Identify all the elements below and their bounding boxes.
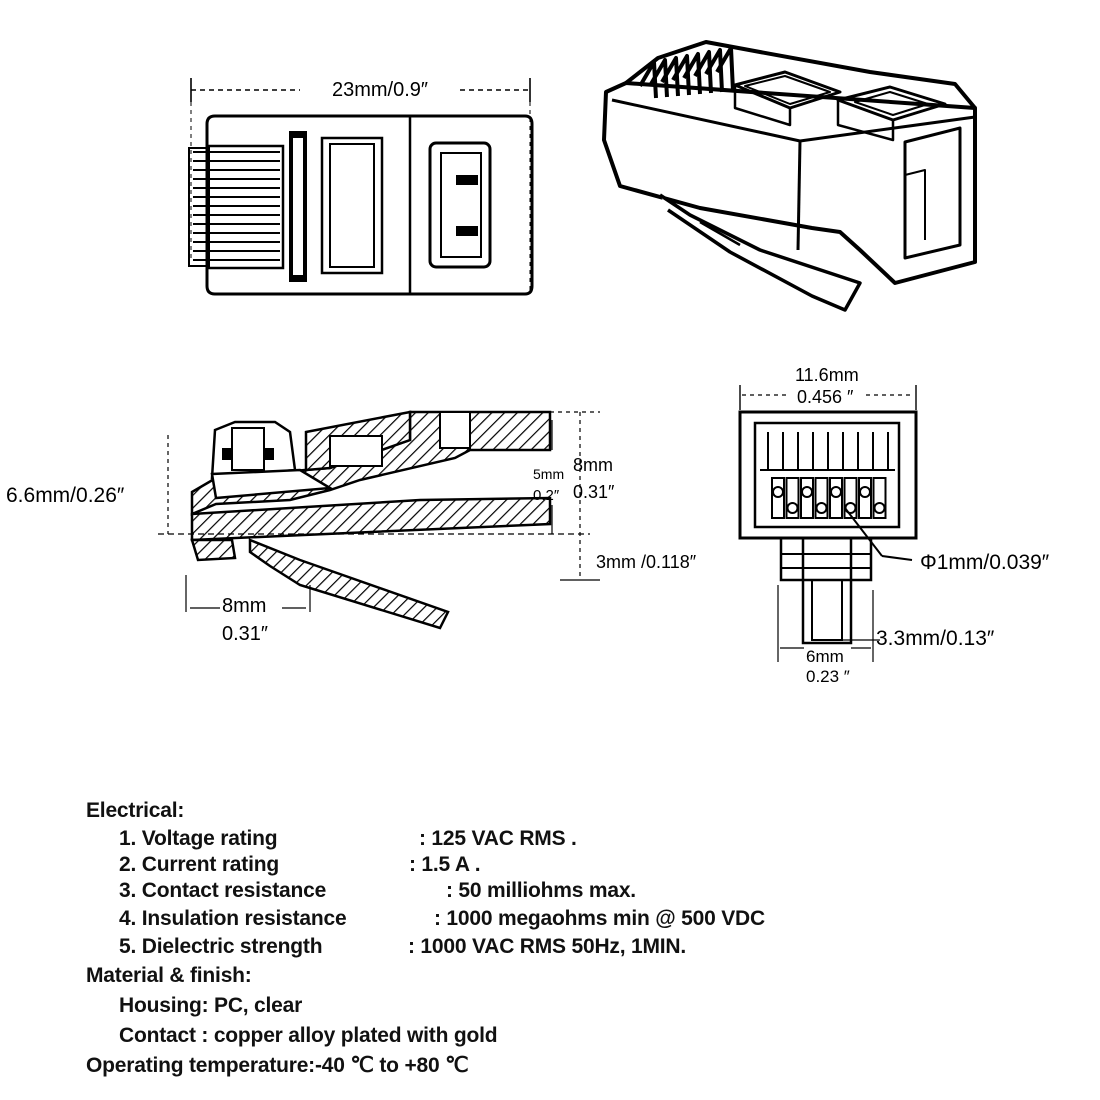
- side-latch-len-in: 0.31″: [222, 623, 268, 645]
- pin-hole: [786, 502, 799, 514]
- spec-label: 3. Contact resistance: [119, 879, 327, 902]
- specifications: Electrical: 1. Voltage rating : 125 VAC …: [86, 797, 1066, 1081]
- latch-width-mm: 6mm: [806, 647, 844, 666]
- front-width-in: 0.456 ″: [797, 387, 854, 407]
- contact-fin: [715, 46, 735, 92]
- side-inner-in: 0.2″: [533, 487, 560, 504]
- top-view: 23mm/0.9″: [188, 78, 534, 296]
- side-latch-label: 3mm /0.118″: [596, 552, 697, 572]
- side-total-mm: 8mm: [573, 455, 613, 475]
- spec-value: : 125 VAC RMS .: [419, 827, 577, 850]
- spec-value: : 50 milliohms max.: [446, 879, 636, 902]
- side-height-label: 6.6mm/0.26″: [6, 484, 125, 507]
- spec-label: 1. Voltage rating: [119, 827, 278, 850]
- pin-hole: [772, 486, 784, 498]
- contact-fin: [693, 50, 713, 94]
- pin-diameter-label: Φ1mm/0.039″: [920, 551, 1050, 574]
- pin-hole: [859, 486, 871, 498]
- pin-hole: [815, 502, 828, 514]
- side-view: 6.6mm/0.26″ 5mm 0.2″ 8mm 0.31″ 3mm /0.11…: [6, 410, 697, 645]
- spec-current: 2. Current rating : 1.5 A .: [86, 853, 1066, 877]
- contact-fin: [649, 58, 669, 98]
- spec-dielectric: 5. Dielectric strength : 1000 VAC RMS 50…: [86, 933, 1066, 961]
- spec-value: : 1000 megaohms min @ 500 VDC: [434, 907, 765, 930]
- top-width-label: 23mm/0.9″: [332, 79, 428, 101]
- side-inner-mm: 5mm: [533, 466, 564, 482]
- spec-temperature: Operating temperature:-40 ℃ to +80 ℃: [86, 1054, 469, 1077]
- contact-fin: [704, 48, 724, 93]
- side-total-in: 0.31″: [573, 482, 615, 502]
- spec-label: 4. Insulation resistance: [119, 907, 347, 930]
- side-latch-len-mm: 8mm: [222, 595, 266, 617]
- pin-hole: [873, 502, 886, 514]
- spec-voltage: 1. Voltage rating : 125 VAC RMS .: [86, 825, 1066, 853]
- technical-drawing: 23mm/0.9″: [6, 40, 1050, 686]
- spec-housing: Housing: PC, clear: [119, 994, 303, 1017]
- contact-fin: [638, 60, 658, 99]
- latch-depth-label: 3.3mm/0.13″: [876, 627, 995, 650]
- pin-hole: [830, 486, 842, 498]
- contact-fin: [660, 56, 680, 97]
- spec-contact: Contact : copper alloy plated with gold: [119, 1024, 498, 1047]
- pin-hole: [801, 486, 813, 498]
- electrical-heading: Electrical:: [86, 799, 185, 822]
- contact-fin: [671, 54, 691, 96]
- spec-insulation: 4. Insulation resistance : 1000 megaohms…: [86, 905, 1066, 933]
- spec-value: : 1000 VAC RMS 50Hz, 1MIN.: [408, 935, 686, 958]
- spec-contact-resistance: 3. Contact resistance : 50 milliohms max…: [86, 877, 1066, 905]
- front-width-mm: 11.6mm: [795, 365, 859, 385]
- contact-fin: [682, 52, 702, 95]
- spec-label: 5. Dielectric strength: [119, 935, 323, 958]
- spec-label: 2. Current rating: [119, 853, 279, 876]
- front-view: 11.6mm 0.456 ″ Φ1mm/0.039″ 3.3mm/0.13″ 6…: [738, 365, 1050, 686]
- spec-value: : 1.5 A .: [409, 853, 481, 876]
- latch-width-in: 0.23 ″: [806, 667, 850, 686]
- material-heading: Material & finish:: [86, 964, 252, 987]
- isometric-view: [602, 40, 977, 312]
